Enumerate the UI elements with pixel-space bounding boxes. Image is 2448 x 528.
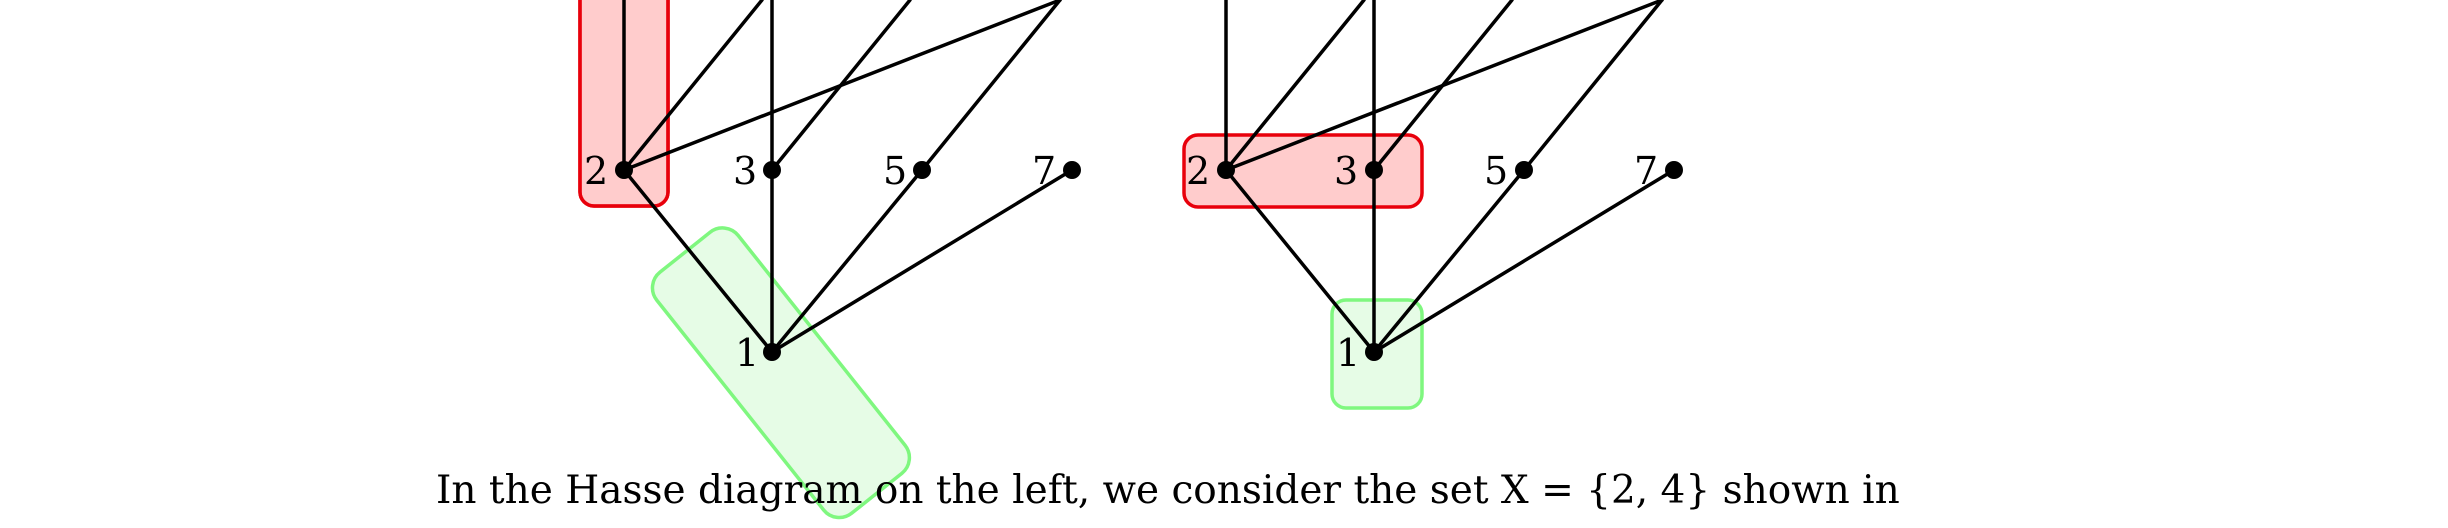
edge-2-up-diagonal bbox=[622, 0, 764, 172]
node-7 bbox=[1665, 161, 1683, 179]
label-7: 7 bbox=[1634, 149, 1658, 193]
node-3 bbox=[763, 161, 781, 179]
label-7: 7 bbox=[1032, 149, 1056, 193]
label-5: 5 bbox=[1484, 149, 1508, 193]
node-1 bbox=[763, 343, 781, 361]
edge-1-2 bbox=[622, 168, 774, 354]
node-7 bbox=[1063, 161, 1081, 179]
label-1: 1 bbox=[1336, 331, 1360, 375]
node-2 bbox=[1217, 161, 1235, 179]
edge-5-up-diagonal bbox=[1522, 0, 1664, 172]
label-3: 3 bbox=[1334, 149, 1358, 193]
edge-3-up-diagonal bbox=[770, 0, 912, 172]
edge-1-7 bbox=[770, 168, 1074, 354]
node-3 bbox=[1365, 161, 1383, 179]
edge-5-up-diagonal bbox=[920, 0, 1062, 172]
edge-1-2 bbox=[1224, 168, 1376, 354]
edge-1-5 bbox=[1372, 168, 1526, 354]
left-hasse-diagram: 2 3 5 7 1 bbox=[578, 0, 1081, 520]
node-5 bbox=[913, 161, 931, 179]
edge-2-up-diagonal bbox=[1224, 0, 1366, 172]
label-1: 1 bbox=[735, 331, 759, 375]
edge-1-5 bbox=[770, 168, 924, 354]
label-3: 3 bbox=[733, 149, 757, 193]
caption-line: In the Hasse diagram on the left, we con… bbox=[436, 468, 1900, 513]
node-5 bbox=[1515, 161, 1533, 179]
label-5: 5 bbox=[883, 149, 907, 193]
left-green-highlight-lower-bounds bbox=[650, 226, 912, 520]
node-2 bbox=[615, 161, 633, 179]
label-2: 2 bbox=[584, 149, 608, 193]
node-1 bbox=[1365, 343, 1383, 361]
edge-3-up-diagonal bbox=[1372, 0, 1514, 172]
edge-1-7 bbox=[1372, 168, 1676, 354]
caption-paragraph: In the Hasse diagram on the left, we con… bbox=[436, 466, 1900, 516]
right-hasse-diagram: 2 3 5 7 1 bbox=[1182, 0, 1683, 410]
label-2: 2 bbox=[1186, 149, 1210, 193]
